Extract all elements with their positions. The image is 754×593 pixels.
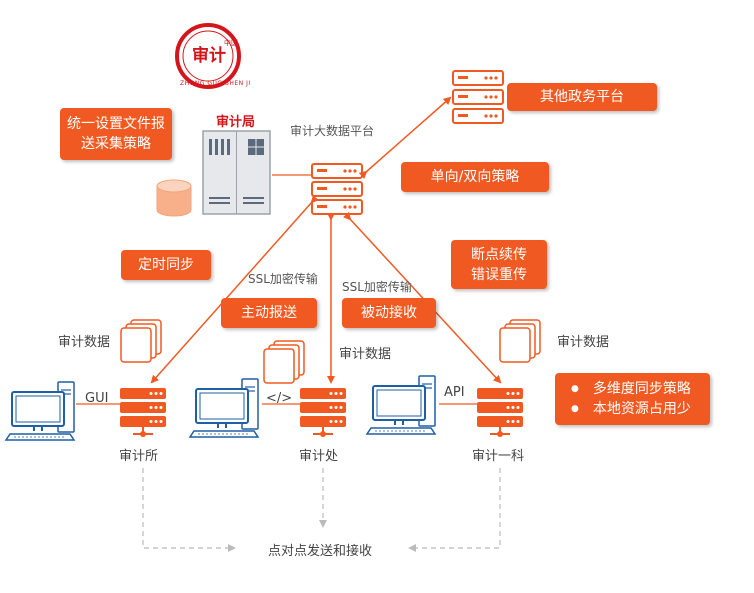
code-label: </>	[266, 391, 293, 406]
node-right-server-icon	[476, 387, 524, 438]
big-data-platform-server-icon	[311, 163, 363, 215]
node-mid-server-icon	[299, 387, 347, 438]
direction-policy-callout: 单向/双向策略	[401, 162, 549, 192]
feature-text: 多维度同步策略	[592, 381, 691, 397]
node-left-server-icon	[119, 387, 167, 438]
audit-data-doc-left-icon	[120, 319, 162, 363]
features-callout: ● 多维度同步策略 ● 本地资源占用少	[555, 373, 710, 425]
workstation-left-icon	[5, 381, 75, 441]
logo-small-text: 中国	[224, 39, 238, 47]
resume-transfer-callout: 断点续传 错误重传	[451, 240, 547, 289]
collect-policy-line1: 统一设置文件报	[67, 116, 165, 132]
logo-glyphs: 审计	[192, 46, 226, 66]
node-mid-label: 审计处	[299, 449, 339, 464]
scheduled-sync-callout: 定时同步	[121, 250, 211, 280]
node-right-label: 审计一科	[472, 449, 525, 464]
resume-line2: 错误重传	[471, 266, 527, 283]
ssl-label-mid: SSL加密传输	[342, 280, 412, 294]
hq-title: 审计局	[216, 115, 256, 130]
logo-ring-text: ZHONG GUO SHEN JI	[180, 80, 251, 87]
other-platform-server-icon	[452, 70, 504, 124]
active-report-callout: 主动报送	[221, 298, 317, 328]
audit-data-doc-right-icon	[499, 319, 541, 363]
audit-logo-emblem	[175, 23, 241, 89]
p2p-label: 点对点发送和接收	[268, 544, 373, 559]
audit-data-label-right: 审计数据	[557, 335, 610, 350]
platform-left-node-arrow	[150, 194, 319, 384]
feature-item: ● 本地资源占用少	[571, 399, 691, 419]
bullet-icon: ●	[571, 404, 579, 414]
collect-policy-line2: 送采集策略	[81, 136, 151, 152]
passive-receive-callout: 被动接收	[342, 298, 436, 328]
p2p-dashed-lines	[142, 468, 501, 552]
hq-server-cabinet-icon	[202, 130, 271, 215]
bullet-icon: ●	[571, 384, 579, 394]
database-icon	[156, 179, 192, 217]
workstation-mid-icon	[189, 378, 259, 438]
feature-text: 本地资源占用少	[592, 401, 691, 417]
workstation-right-icon	[366, 375, 436, 435]
api-label: API	[444, 385, 465, 400]
audit-data-doc-mid-icon	[263, 340, 305, 384]
platform-other-arrow	[358, 96, 452, 179]
gui-label: GUI	[85, 391, 109, 406]
audit-data-label-mid: 审计数据	[339, 347, 392, 362]
node-left-label: 审计所	[119, 449, 159, 464]
other-platforms-callout: 其他政务平台	[507, 83, 657, 111]
platform-title: 审计大数据平台	[290, 124, 375, 138]
audit-data-label-left: 审计数据	[58, 335, 111, 350]
collect-policy-callout: 统一设置文件报 送采集策略	[60, 108, 172, 160]
feature-item: ● 多维度同步策略	[571, 379, 691, 399]
resume-line1: 断点续传	[471, 246, 527, 263]
ssl-label-left: SSL加密传输	[248, 272, 318, 286]
